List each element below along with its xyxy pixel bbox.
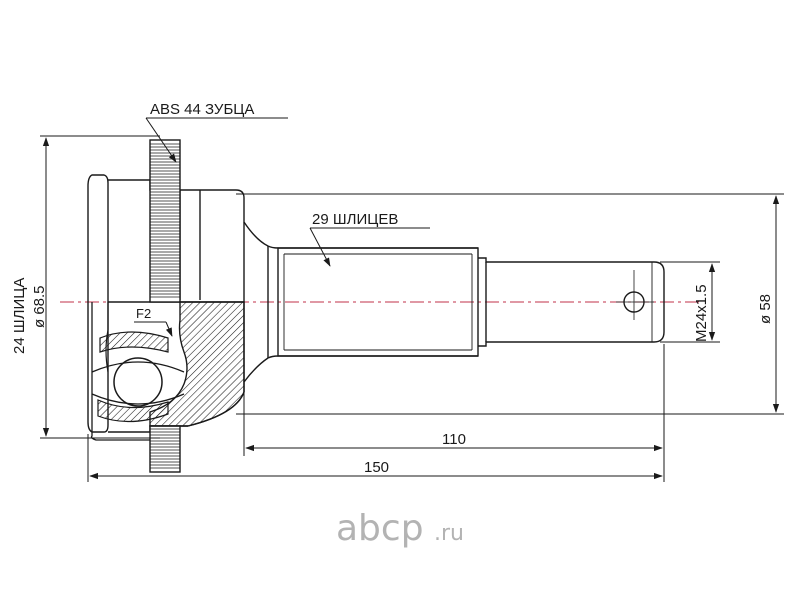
dimensions xyxy=(40,117,784,482)
output-shaft xyxy=(267,245,665,359)
thread-label: M24x1.5 xyxy=(693,284,710,342)
inner-splines-label: 24 ШЛИЦА xyxy=(11,278,28,354)
length-shaft-label: 110 xyxy=(442,431,466,448)
watermark-domain: .ru xyxy=(434,521,464,546)
outer-splines-label: 29 ШЛИЦЕВ xyxy=(312,211,398,228)
section-view xyxy=(90,301,245,441)
abs-ring-top xyxy=(149,139,181,303)
watermark-name: abcp xyxy=(336,508,424,549)
shaft-diameter-label: ø 58 xyxy=(757,294,774,324)
f2-label: F2 xyxy=(136,306,151,321)
abs-teeth-top xyxy=(150,143,180,298)
outer-diameter-label: ø 68.5 xyxy=(31,285,48,328)
abs-teeth-label: ABS 44 ЗУБЦА xyxy=(150,101,254,118)
abs-teeth-bottom xyxy=(150,428,180,469)
length-total-label: 150 xyxy=(364,459,389,476)
